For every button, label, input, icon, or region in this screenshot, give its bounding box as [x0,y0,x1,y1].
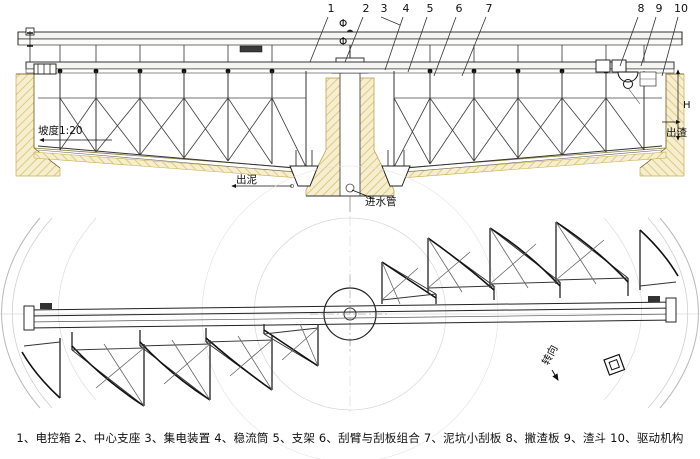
plan-view: 转向 [0,165,700,459]
callout-leader-6 [433,16,457,77]
inlet-pipe-label: 进水管 [365,195,397,208]
scraper-blades-upper [381,221,679,305]
callout-number-2: 2 [363,2,370,15]
center-hub-plan [310,274,390,354]
blade-u3 [489,227,561,298]
drive-mechanism [595,59,657,105]
callout-leader-2 [344,16,364,63]
callout-number-6: 6 [456,2,463,15]
bridge-beam [17,31,683,53]
sludge-outlet-label: 出泥 [236,173,257,186]
callout-leader-8 [619,16,639,67]
rake-truss-left [37,71,307,174]
callout-number-9: 9 [656,2,663,15]
callout-leader-10 [661,16,679,77]
callout-number-4: 4 [403,2,410,15]
inlet-pipe-annotation: 进水管 [351,189,397,208]
slope-label: 坡度1:20 [38,124,83,137]
figure-caption: 1、电控箱 2、中心支座 3、集电装置 4、稳流筒 5、支架 6、刮臂与刮板组合… [16,431,684,445]
blade-l5-partial [21,338,61,399]
phi-symbol-lower: Φ [339,36,347,48]
dimension-H-label: H [683,100,691,111]
rake-arm-plan [23,296,677,331]
hanger-rods [59,45,645,62]
callout-number-10: 10 [674,2,688,15]
blade-l3 [139,330,211,401]
rake-bridge-chord [25,61,675,74]
dimension-left [27,31,33,62]
rotation-arrow [551,369,559,381]
callout-leader-1 [309,16,329,63]
blade-l2 [205,328,273,391]
tank-wall-left [15,73,301,179]
tank-outline-plan [0,165,700,459]
slope-annotation: 坡度1:20 [38,124,112,143]
blade-u1 [381,261,437,305]
sludge-outlet-annotation: 出泥 [231,173,294,189]
blade-u4 [555,221,629,296]
callout-number-5: 5 [427,2,434,15]
callout-leader-7 [461,16,487,77]
callout-leader-3 [380,16,401,26]
callout-number-1: 1 [328,2,335,15]
detail-marker-plan [603,353,626,376]
phi-symbol-upper: Φ [339,18,347,30]
blade-u5-partial [639,229,679,290]
scraper-blades-lower [21,323,319,407]
callout-number-8: 8 [638,2,645,15]
blade-l1 [263,323,319,367]
callout-number-3: 3 [381,2,388,15]
callout-number-7: 7 [486,2,493,15]
blade-l4 [71,332,145,407]
slag-outlet-annotation: 出渣 [662,119,687,139]
slag-outlet-label: 出渣 [666,126,687,139]
blade-u2 [427,237,495,300]
section-view: H 坡度1:20 出泥 进水管 出渣 Φ Φ [15,18,691,212]
rake-truss-right [393,71,663,174]
callout-leader-4 [384,16,404,71]
callout-leader-9 [640,16,657,67]
dimension-H: H [675,69,691,141]
callout-leader-5 [407,16,428,73]
